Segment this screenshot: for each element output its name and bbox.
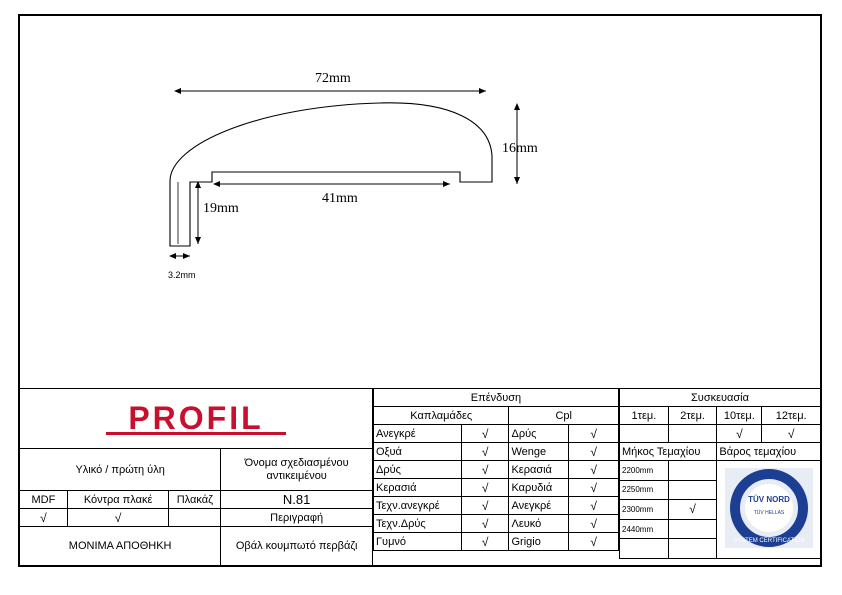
height-label: 16mm (502, 141, 538, 156)
cpl-mark: √ (568, 442, 619, 461)
cert-brand: TÜV NORD (748, 495, 790, 504)
pack-10: 10τεμ. (716, 406, 763, 425)
design-code: N.81 (220, 490, 373, 509)
cpl-mark: √ (568, 424, 619, 443)
cpl-mark: √ (568, 460, 619, 479)
width-label: 72mm (315, 71, 351, 86)
cpl-name: Ανεγκρέ (508, 496, 570, 515)
certification-cell: TÜV NORD TÜV HELLAS SYSTEM CERTIFICATION (716, 460, 821, 559)
pack-1: 1τεμ. (619, 406, 669, 425)
length-header: Μήκος Τεμαχίου (618, 442, 718, 461)
cpl-name: Καρυδιά (508, 478, 570, 497)
material-blockboard-mark (168, 508, 222, 527)
profil-logo: PROFIL (106, 400, 286, 436)
thickness-label: 3.2mm (168, 270, 196, 280)
length-value: 2250mm (619, 479, 669, 501)
length-empty (619, 538, 669, 559)
veneer-mark: √ (460, 442, 510, 461)
pack-12: 12τεμ. (761, 406, 821, 425)
veneer-header: Καπλαμάδες (372, 406, 510, 425)
storage-text: ΜΟΝΙΜΑ ΑΠΟΘΗΚΗ (18, 526, 222, 566)
coating-row: Δρύς √ Κερασιά √ (373, 460, 619, 479)
logo-text: PROFIL (128, 400, 263, 436)
description-header: Περιγραφή (220, 508, 373, 527)
profile-outline (169, 102, 493, 247)
coating-row: Τεχν.Δρύς √ Λευκό √ (373, 514, 619, 533)
coating-row: Κερασιά √ Καρυδιά √ (373, 478, 619, 497)
inner-label: 41mm (322, 191, 358, 206)
cpl-mark: √ (568, 514, 619, 533)
tuv-certification-logo: TÜV NORD TÜV HELLAS SYSTEM CERTIFICATION (724, 468, 813, 548)
veneer-mark: √ (460, 496, 510, 515)
coating-header: Επένδυση (373, 388, 619, 407)
veneer-name: Τεχν.ανεγκρέ (373, 496, 462, 515)
packaging-table: Συσκευασία 1τεμ. 2τεμ. 10τεμ. 12τεμ. √ √… (618, 388, 821, 559)
profile-drawing: 72mm 16mm 41mm 19mm 3.2mm (168, 71, 538, 280)
length-mark (667, 460, 718, 481)
material-plywood: Κόντρα πλακέ (66, 490, 170, 509)
pack-2-mark (667, 424, 718, 443)
veneer-name: Γυμνό (373, 532, 462, 551)
length-value: 2440mm (619, 518, 669, 540)
pack-12-mark: √ (761, 424, 821, 443)
leg-label: 19mm (203, 201, 239, 216)
veneer-mark: √ (460, 424, 510, 443)
veneer-mark: √ (460, 514, 510, 533)
cpl-mark: √ (568, 496, 619, 515)
length-value: 2200mm (619, 460, 669, 481)
veneer-name: Ανεγκρέ (373, 424, 462, 443)
veneer-name: Οξυά (373, 442, 462, 461)
cpl-header: Cpl (508, 406, 619, 425)
design-name-header: Όνομα σχεδιασμένου αντικειμένου (220, 448, 373, 491)
material-mdf-mark: √ (19, 508, 68, 527)
cpl-mark: √ (568, 532, 619, 551)
material-header: Υλικό / πρώτη ύλη (18, 448, 222, 491)
description-text: Οβάλ κουμπωτό περβάζι (220, 526, 373, 566)
material-table: PROFIL Υλικό / πρώτη ύλη Όνομα σχεδιασμέ… (18, 388, 373, 566)
packaging-header: Συσκευασία (619, 388, 821, 407)
cpl-name: Grigio (508, 532, 570, 551)
veneer-mark: √ (460, 532, 510, 551)
material-mdf: MDF (19, 490, 68, 509)
cert-ring: SYSTEM CERTIFICATION (733, 538, 805, 544)
cert-sub: TÜV HELLAS (753, 509, 784, 516)
material-plywood-mark: √ (66, 508, 170, 527)
length-mark (667, 518, 718, 540)
weight-header: Βάρος τεμαχίου (716, 442, 821, 461)
length-mark: √ (667, 499, 718, 520)
pack-10-mark: √ (716, 424, 763, 443)
length-mark (667, 479, 718, 501)
drawing-frame: 72mm 16mm 41mm 19mm 3.2mm PROFIL Υλικό /… (18, 14, 822, 567)
logo-cell: PROFIL (19, 388, 373, 449)
cpl-name: Δρύς (508, 424, 570, 443)
veneer-name: Κερασιά (373, 478, 462, 497)
pack-2: 2τεμ. (667, 406, 718, 425)
veneer-mark: √ (460, 478, 510, 497)
coating-table: Επένδυση Καπλαμάδες Cpl Ανεγκρέ √ Δρύς √… (372, 388, 619, 551)
length-value: 2300mm (619, 499, 669, 520)
coating-row: Οξυά √ Wenge √ (373, 442, 619, 461)
cpl-name: Λευκό (508, 514, 570, 533)
material-blockboard: Πλακάζ (168, 490, 222, 509)
veneer-name: Τεχν.Δρύς (373, 514, 462, 533)
coating-row: Τεχν.ανεγκρέ √ Ανεγκρέ √ (373, 496, 619, 515)
veneer-name: Δρύς (373, 460, 462, 479)
coating-row: Ανεγκρέ √ Δρύς √ (373, 424, 619, 443)
cpl-name: Κερασιά (508, 460, 570, 479)
length-empty-mark (667, 538, 718, 559)
pack-1-mark (619, 424, 669, 443)
veneer-mark: √ (460, 460, 510, 479)
cpl-mark: √ (568, 478, 619, 497)
cpl-name: Wenge (508, 442, 570, 461)
coating-row: Γυμνό √ Grigio √ (373, 532, 619, 551)
